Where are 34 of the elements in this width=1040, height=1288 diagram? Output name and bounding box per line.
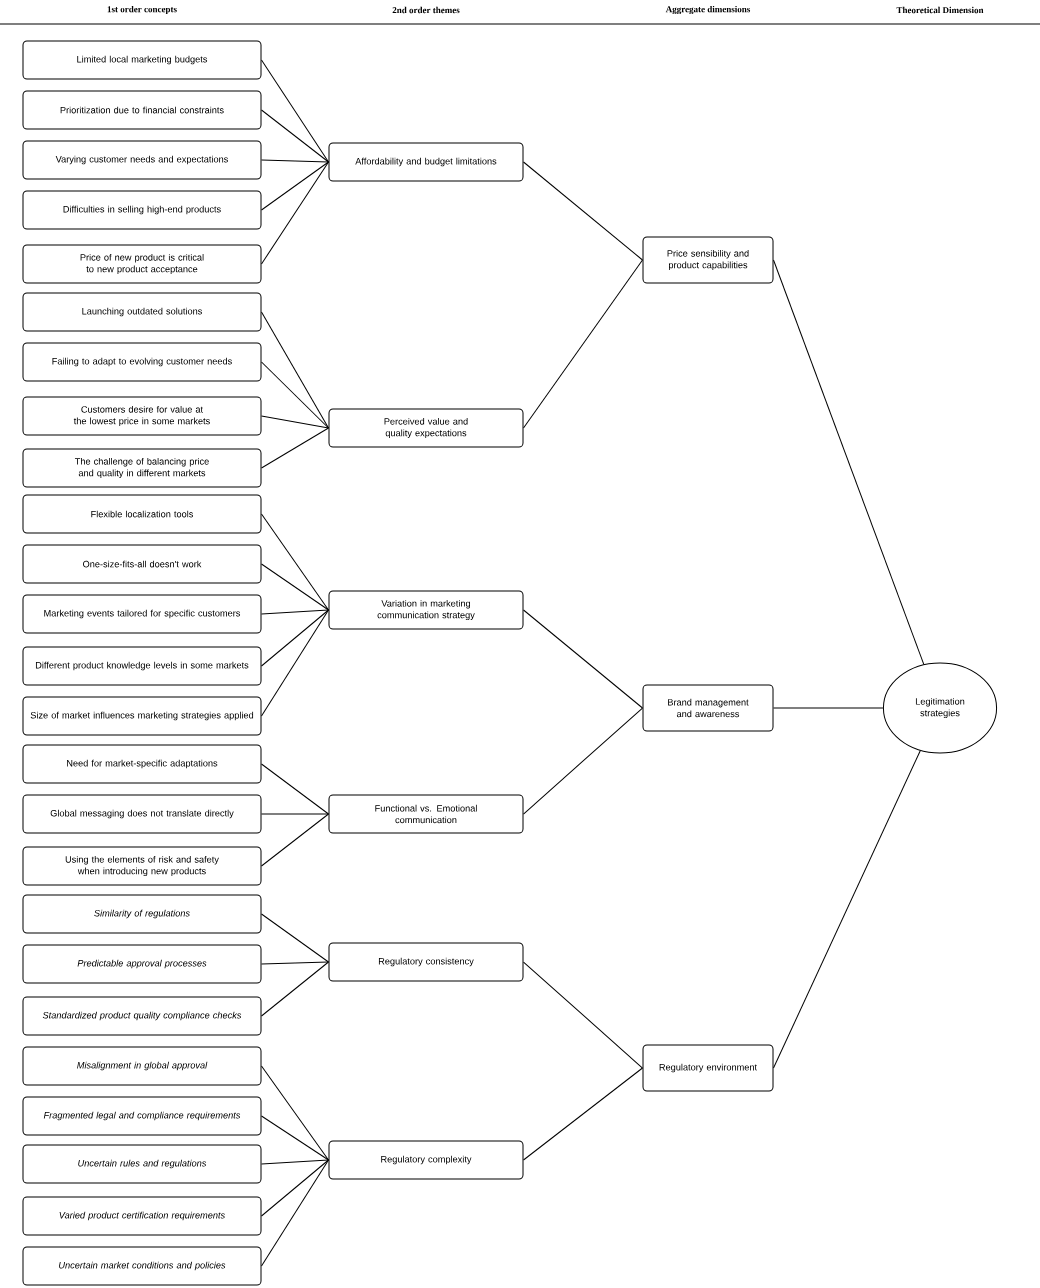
connector-line bbox=[523, 961, 643, 1069]
connector-line bbox=[261, 109, 329, 163]
connector-line bbox=[261, 609, 329, 615]
connector-line bbox=[261, 763, 329, 815]
connector-line bbox=[261, 311, 329, 429]
connector-line bbox=[261, 913, 329, 963]
connector-line bbox=[261, 961, 329, 965]
connector-line bbox=[261, 415, 329, 429]
connector-line bbox=[261, 513, 329, 611]
connector-line bbox=[261, 361, 329, 429]
connector-line bbox=[261, 159, 329, 163]
connector-line bbox=[261, 1115, 329, 1161]
connector-line bbox=[261, 427, 329, 469]
connector-line bbox=[523, 609, 643, 709]
connector-line bbox=[261, 609, 329, 667]
connector-line bbox=[773, 259, 925, 665]
connector-line bbox=[523, 259, 643, 429]
connector-line bbox=[261, 1159, 329, 1217]
connector-line bbox=[261, 813, 329, 867]
connector-line bbox=[261, 961, 329, 1017]
connector-line bbox=[261, 813, 329, 815]
connector-line bbox=[261, 1159, 329, 1165]
connector-line bbox=[261, 1065, 329, 1161]
connector-line bbox=[773, 750, 921, 1069]
connector-line bbox=[261, 609, 329, 717]
connector-line bbox=[261, 59, 329, 163]
connector-line bbox=[261, 161, 329, 265]
connector-line bbox=[261, 1159, 329, 1267]
connector-line bbox=[261, 161, 329, 211]
connector-line bbox=[261, 563, 329, 611]
connector-line bbox=[523, 707, 643, 815]
connector-line bbox=[773, 707, 884, 709]
connector-line bbox=[523, 161, 643, 261]
connector-line bbox=[523, 1067, 643, 1161]
